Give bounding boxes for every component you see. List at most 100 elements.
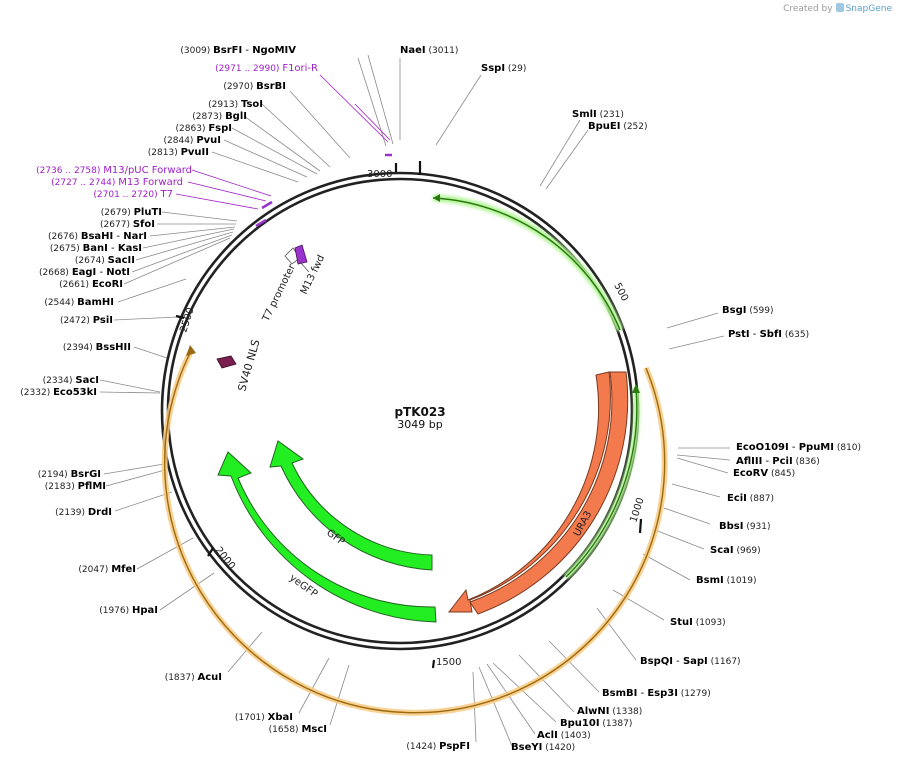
- site-label: (2701 .. 2720) T7: [93, 189, 173, 200]
- site-separator: -: [673, 656, 683, 667]
- site-position: (2913): [208, 100, 241, 110]
- site-label: (2679) PluTI: [101, 207, 162, 218]
- site-position: (931): [743, 522, 770, 532]
- site-name: SspI: [481, 63, 505, 74]
- site-name: EcoRV: [733, 468, 768, 479]
- site-position: (2334): [43, 376, 76, 386]
- site-position: (2675): [50, 244, 83, 254]
- site-name: BbsI: [719, 521, 743, 532]
- site-label: (2394) BssHII: [63, 342, 131, 353]
- site-name: FspI: [208, 123, 232, 134]
- site-name: PvuI: [196, 135, 221, 146]
- site-label: AflIII - PciI (836): [736, 456, 820, 467]
- site-label: (3009) BsrFI - NgoMIV: [180, 45, 296, 56]
- site-name: BseYI: [511, 742, 542, 753]
- site-name-2: SbfI: [760, 329, 782, 340]
- site-position: (2139): [55, 508, 88, 518]
- site-name-2: PpuMI: [799, 442, 834, 453]
- site-separator: -: [113, 231, 123, 242]
- site-label: (1837) AcuI: [165, 672, 222, 683]
- site-label: StuI (1093): [670, 617, 726, 628]
- site-position: (2727 .. 2744): [51, 178, 118, 188]
- site-label: (2863) FspI: [176, 123, 232, 134]
- site-label: (2674) SacII: [75, 255, 135, 266]
- site-name: AlwNI: [577, 706, 610, 717]
- site-position: (2677): [100, 220, 133, 230]
- site-label: BsgI (599): [722, 305, 774, 316]
- site-label: AclI (1403): [537, 730, 591, 741]
- plasmid-name: pTK023: [394, 405, 445, 419]
- site-label: EciI (887): [727, 493, 774, 504]
- site-name: Eco53kI: [53, 387, 97, 398]
- t7-m13-features: T7 promoter M13 fwd: [260, 244, 327, 324]
- site-label: (2813) PvuII: [148, 147, 209, 158]
- site-name: PluTI: [134, 207, 162, 218]
- site-name: TsoI: [241, 99, 263, 110]
- site-position: (2873): [192, 112, 225, 122]
- site-position: (2394): [63, 343, 96, 353]
- site-position: (810): [834, 443, 861, 453]
- site-name: BsgI: [722, 305, 746, 316]
- site-name: BsaHI: [81, 231, 113, 242]
- site-position: (1403): [558, 731, 591, 741]
- site-separator: -: [750, 329, 760, 340]
- site-position: (252): [620, 122, 647, 132]
- tick-label-1000: 1000: [628, 496, 646, 524]
- site-name: T7: [160, 189, 173, 200]
- site-label: PstI - SbfI (635): [728, 329, 809, 340]
- sv40-nls-label: SV40 NLS: [235, 338, 262, 393]
- site-position: (1279): [678, 689, 711, 699]
- site-label: (2913) TsoI: [208, 99, 263, 110]
- site-label: (1658) MscI: [269, 724, 327, 735]
- site-label: (2676) BsaHI - NarI: [48, 231, 147, 242]
- tick-label-2500: 2500: [178, 306, 196, 334]
- site-name: BsmI: [696, 575, 724, 586]
- site-name: EagI: [72, 267, 96, 278]
- site-position: (1424): [406, 742, 439, 752]
- site-name: PsiI: [93, 315, 113, 326]
- site-separator: -: [108, 243, 118, 254]
- site-name: MfeI: [111, 564, 136, 575]
- site-position: (599): [746, 306, 773, 316]
- site-name: AclI: [537, 730, 558, 741]
- site-name: MscI: [301, 724, 327, 735]
- origin-track: [161, 345, 668, 716]
- site-position: (1338): [610, 707, 643, 717]
- site-position: (845): [768, 469, 795, 479]
- tick-marks: [175, 161, 643, 669]
- site-position: (1837): [165, 673, 198, 683]
- site-position: (29): [505, 64, 526, 74]
- sv40-nls-feature: SV40 NLS: [216, 338, 263, 393]
- site-name: HpaI: [132, 605, 158, 616]
- site-name: PflMI: [78, 481, 106, 492]
- site-label: (2873) BglI: [192, 111, 247, 122]
- ura3-feature: URA3: [447, 371, 629, 615]
- site-position: (2844): [164, 136, 197, 146]
- site-position: (2668): [39, 268, 72, 278]
- site-name: BsrBI: [256, 81, 286, 92]
- site-position: (2194): [38, 470, 71, 480]
- site-label: (1976) HpaI: [99, 605, 158, 616]
- gfp-feature: GFP: [269, 440, 433, 571]
- site-name: BsmBI: [602, 688, 637, 699]
- site-label: (2047) MfeI: [78, 564, 136, 575]
- site-label: (2332) Eco53kI: [20, 387, 97, 398]
- site-position: (1093): [693, 618, 726, 628]
- feature-right-green: [563, 384, 640, 580]
- site-position: (231): [597, 110, 624, 120]
- site-position: (2679): [101, 208, 134, 218]
- site-position: (1701): [235, 713, 268, 723]
- site-name: PspFI: [439, 741, 470, 752]
- site-name: BpuEI: [588, 121, 620, 132]
- site-label: BsmI (1019): [696, 575, 757, 586]
- site-name-2: NgoMIV: [252, 45, 296, 56]
- site-name: BglI: [225, 111, 247, 122]
- site-position: (1976): [99, 606, 132, 616]
- site-position: (2863): [176, 124, 209, 134]
- site-label: EcoRV (845): [733, 468, 795, 479]
- site-separator: -: [96, 267, 106, 278]
- site-position: (2971 .. 2990): [215, 64, 282, 74]
- site-position: (1420): [542, 743, 575, 753]
